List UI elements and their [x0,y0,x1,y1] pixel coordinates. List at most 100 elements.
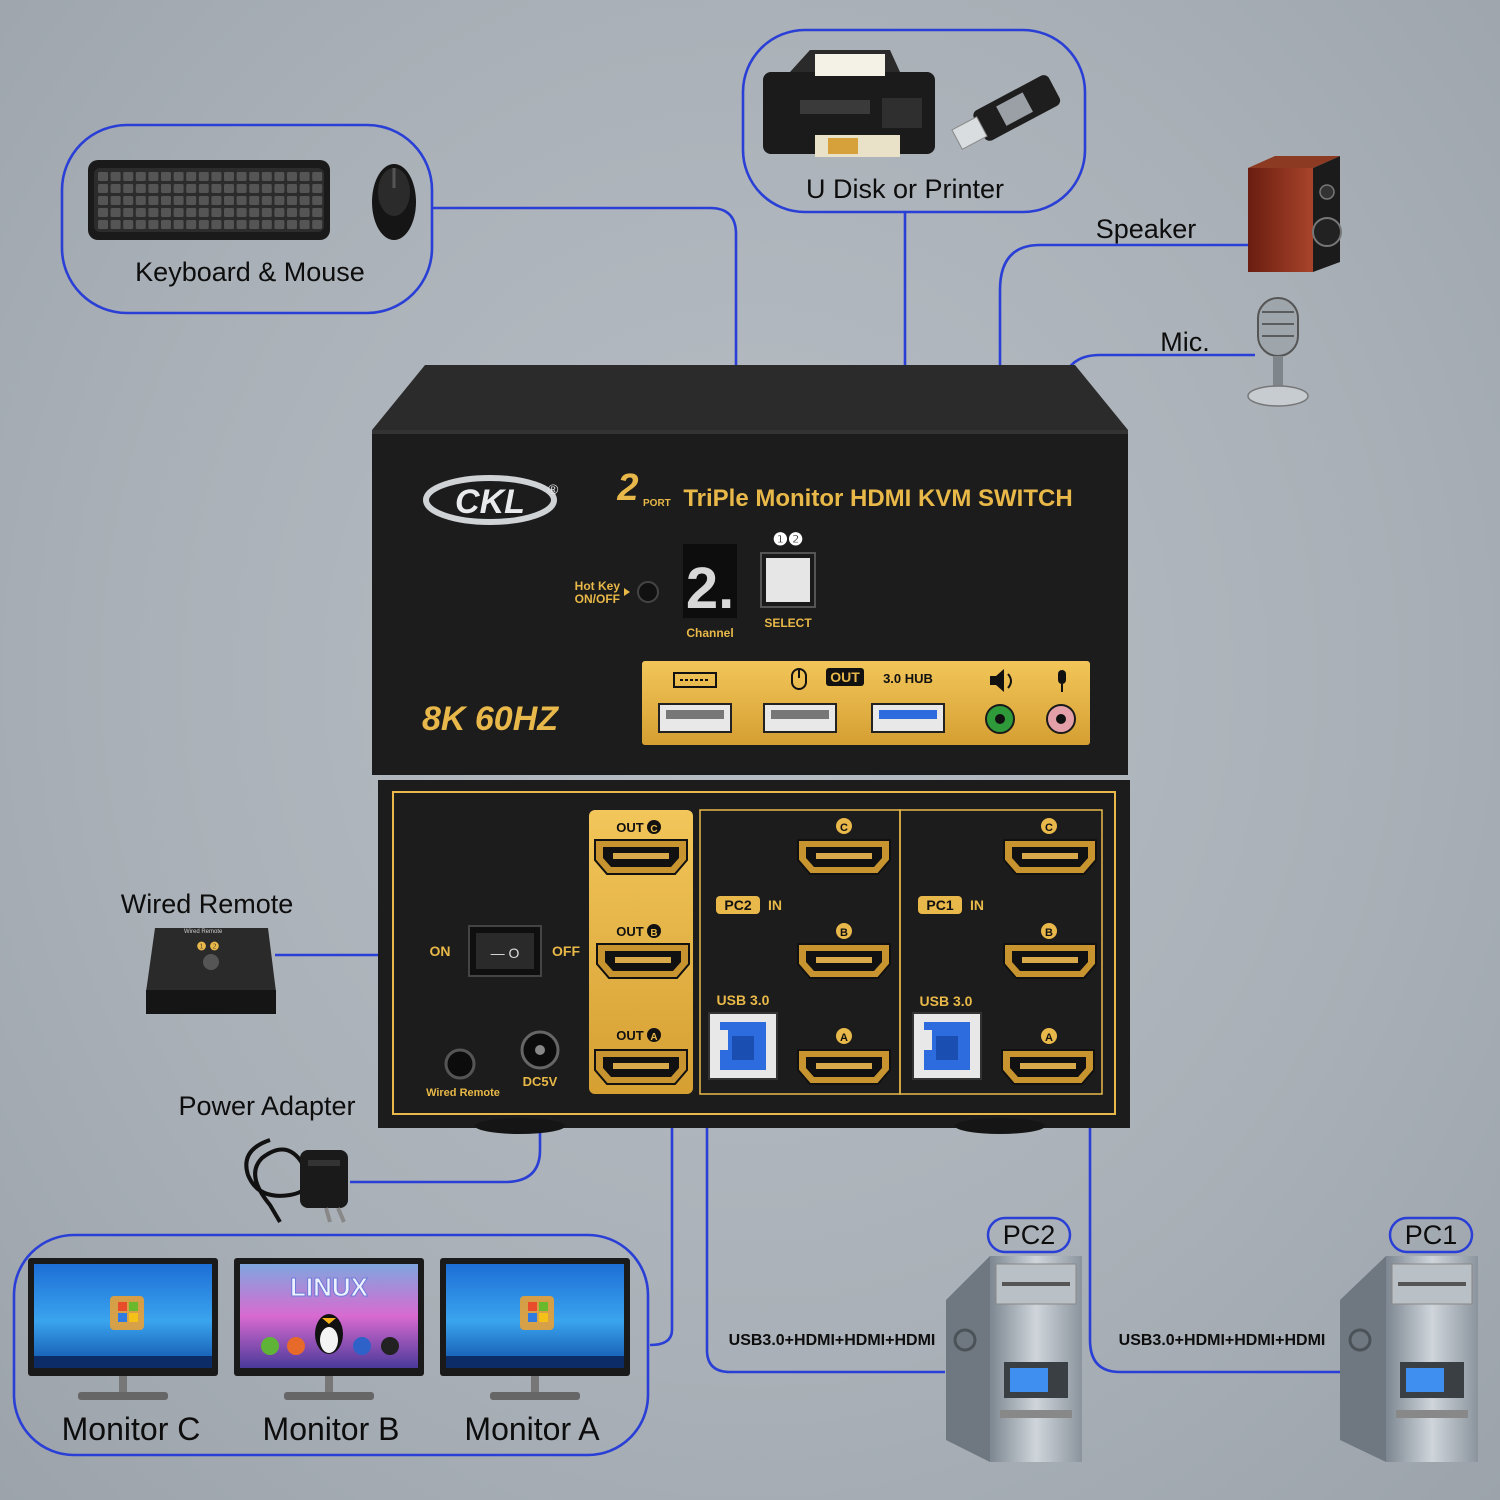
select-button[interactable] [766,558,810,602]
keyboard-key [110,208,121,217]
keyboard-key [198,208,209,217]
channel-digit: 2. [686,556,734,621]
keyboard-key [249,208,260,217]
keyboard-key [198,196,209,205]
keyboard-key [287,172,297,181]
keyboard-mouse-bubble [60,123,434,315]
ckl-logo: CKL ® [423,475,559,525]
hotkey-button[interactable] [637,581,659,603]
keyboard-mouse-label: Keyboard & Mouse [135,257,365,287]
keyboard-key [161,196,171,205]
keyboard-key [299,184,310,193]
keyboard-key [274,184,285,193]
keyboard-key [135,208,146,217]
svg-text:Wired Remote: Wired Remote [184,929,223,935]
hdmi-pc2-c[interactable] [797,839,891,875]
keyboard-key [249,172,260,181]
keyboard-key [211,208,222,217]
keyboard-key [299,172,310,181]
wired-remote-jack[interactable] [444,1048,476,1080]
linux-screen-text: LINUX [290,1272,369,1302]
cable-label-pc2: USB3.0+HDMI+HDMI+HDMI [729,1332,936,1349]
pc1-in-word: IN [970,897,984,913]
out-a-label: OUT A [616,1028,661,1043]
monitor-b-label: Monitor B [263,1411,400,1447]
mouse-icon [372,164,416,240]
hdmi-out-a[interactable] [594,1049,688,1085]
keyboard-key [312,184,323,193]
brand-text: CKL [455,483,525,521]
keyboard-key [261,220,272,229]
keyboard-key [249,220,260,229]
svg-text:C: C [650,824,657,835]
keyboard-key [110,220,121,229]
keyboard-key [110,172,121,181]
out-badge: OUT [830,669,860,685]
keyboard-key [211,184,222,193]
keyboard-key [123,172,134,181]
channel-display [683,544,737,618]
mouse-port-icon [791,668,807,690]
usb-b-port-pc2[interactable] [708,1012,778,1080]
usb-b-port-pc1[interactable] [912,1012,982,1080]
hdmi-pc1-b[interactable] [1003,943,1097,979]
keyboard-key [287,184,297,193]
svg-text:OUT: OUT [616,924,644,939]
select-label: SELECT [764,616,812,630]
keyboard-key [261,172,272,181]
device-title: TriPle Monitor HDMI KVM SWITCH [683,485,1072,512]
keyboard-key [161,220,171,229]
speaker-port-icon [990,669,1012,692]
hdmi-pc2-b[interactable] [797,943,891,979]
keyboard-key [135,196,146,205]
power-switch[interactable] [476,933,534,969]
keyboard-key [299,196,310,205]
pc2-tower [946,1256,1082,1462]
hdmi-pc1-c[interactable] [1003,839,1097,875]
mic-port-icon [1058,670,1066,692]
wire-monitors [649,1088,674,1347]
keyboard-key [249,196,260,205]
keyboard-key [148,184,159,193]
pc1-badge [1388,1216,1474,1254]
usb-label-pc1: USB 3.0 [920,993,973,1009]
section-letters: C B A C B A [836,818,1057,1044]
monitor-b: LINUX [234,1258,424,1400]
keyboard-key [287,208,297,217]
keyboard-key [299,220,310,229]
printer-label: U Disk or Printer [806,174,1004,204]
mic-label: Mic. [1160,327,1210,357]
monitor-a [440,1258,630,1400]
keyboard-key [186,184,197,193]
keyboard-key [98,208,108,217]
remote-button[interactable] [203,954,219,970]
keyboard-key [224,184,234,193]
keyboard-key [236,196,247,205]
svg-text:A: A [650,1032,657,1043]
svg-text:C: C [1045,822,1053,834]
keyboard-key [148,220,159,229]
hdmi-out-b[interactable] [596,943,690,979]
keyboard-key [274,208,285,217]
keyboard-key [312,208,323,217]
keyboard-key [261,208,272,217]
keyboard-key [173,208,184,217]
wire-speaker [998,243,1248,700]
usb3-hub-port[interactable] [871,703,945,733]
keyboard-key [211,220,222,229]
usb-port-keyboard[interactable] [658,703,732,733]
monitors-bubble [12,1233,650,1457]
hotkey-arrow-icon [624,588,630,596]
pc2-in-badge-box [716,896,760,914]
dc-label: DC5V [523,1074,558,1089]
pc1-in-badge: PC1 [926,897,953,913]
keyboard-key [135,184,146,193]
hdmi-out-c[interactable] [594,839,688,875]
power-on-label: ON [430,943,451,959]
hdmi-pc2-a[interactable] [797,1049,891,1085]
usb-port-mouse[interactable] [763,703,837,733]
hdmi-pc1-a[interactable] [1001,1049,1095,1085]
keyboard-key [135,220,146,229]
keyboard-key [261,184,272,193]
